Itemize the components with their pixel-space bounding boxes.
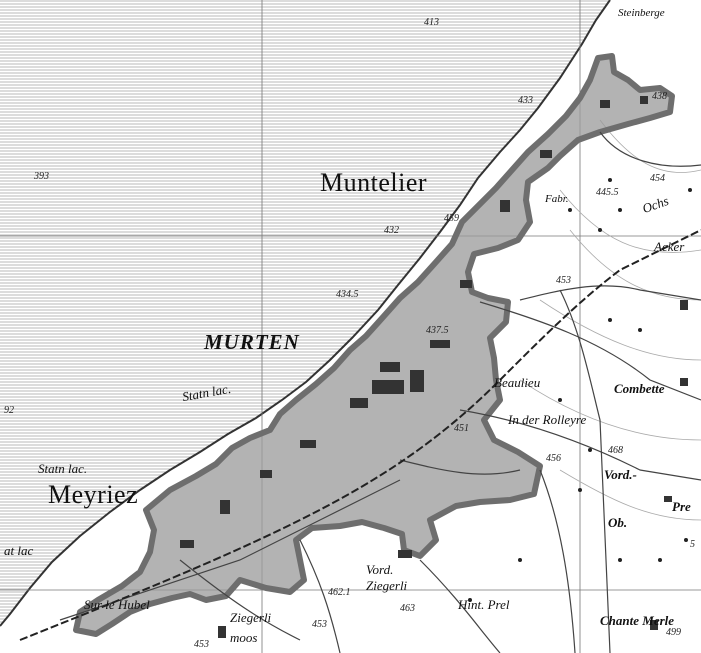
locality-vord-ziegerli: Vord. Ziegerli [366, 562, 408, 593]
elevation-459: 459 [444, 213, 459, 224]
locality-sur-le-hubel: Sur le Hubel [84, 597, 150, 612]
elevation-453-b: 453 [312, 619, 327, 630]
elevation-393: 393 [34, 171, 49, 182]
locality-beaulieu: Beaulieu [494, 375, 541, 390]
elevation-463: 463 [400, 603, 415, 614]
buildings [180, 96, 688, 638]
locality-chante-merle: Chante Merle [600, 613, 675, 628]
elevation-432: 432 [384, 225, 399, 236]
elevation-451: 451 [454, 423, 469, 434]
town-label-murten: MURTEN [204, 330, 300, 354]
elevation-437-5: 437.5 [426, 325, 449, 336]
locality-combette: Combette [614, 381, 665, 396]
roads [59, 131, 701, 653]
elevation-433: 433 [518, 95, 533, 106]
elevation-454: 454 [650, 173, 665, 184]
locality-fabr: Fabr. [545, 193, 569, 205]
elevation-453-c: 453 [194, 639, 209, 650]
map-dots [468, 178, 692, 602]
locality-steinberg: Steinberge [618, 7, 665, 19]
elevation-456: 456 [546, 453, 561, 464]
locality-acker: Acker [654, 239, 685, 254]
shoreline [0, 0, 611, 627]
elevation-462-1: 462.1 [328, 587, 351, 598]
lake-area [0, 0, 610, 626]
elevation-468: 468 [608, 445, 623, 456]
municipal-boundary [73, 53, 675, 637]
locality-stat-lac-left: at lac [4, 543, 34, 558]
locality-in-der-rolleyre: In der Rolleyre [508, 412, 587, 427]
contour-lines [519, 119, 701, 521]
locality-ob: Ob. [608, 515, 628, 530]
elevation-453-a: 453 [556, 275, 571, 286]
elevation-499: 499 [666, 627, 681, 638]
elevation-413: 413 [424, 17, 439, 28]
elevation-5: 5 [690, 539, 695, 550]
town-label-muntelier: Muntelier [320, 168, 428, 197]
locality-vord: Vord.- [604, 467, 637, 482]
elevation-445-5: 445.5 [596, 187, 619, 198]
locality-preo: Pre [672, 499, 691, 514]
elevation-438: 438 [652, 91, 667, 102]
locality-stat-lac-meyriez: Statn lac. [38, 461, 88, 476]
railway [19, 229, 701, 641]
locality-ziegerli-moos: Ziegerli moos [230, 610, 272, 645]
elevation-92: 92 [4, 405, 14, 416]
locality-hint-prel: Hint. Prel [458, 597, 510, 612]
town-label-meyriez: Meyriez [48, 480, 139, 509]
elevation-434-5: 434.5 [336, 289, 359, 300]
